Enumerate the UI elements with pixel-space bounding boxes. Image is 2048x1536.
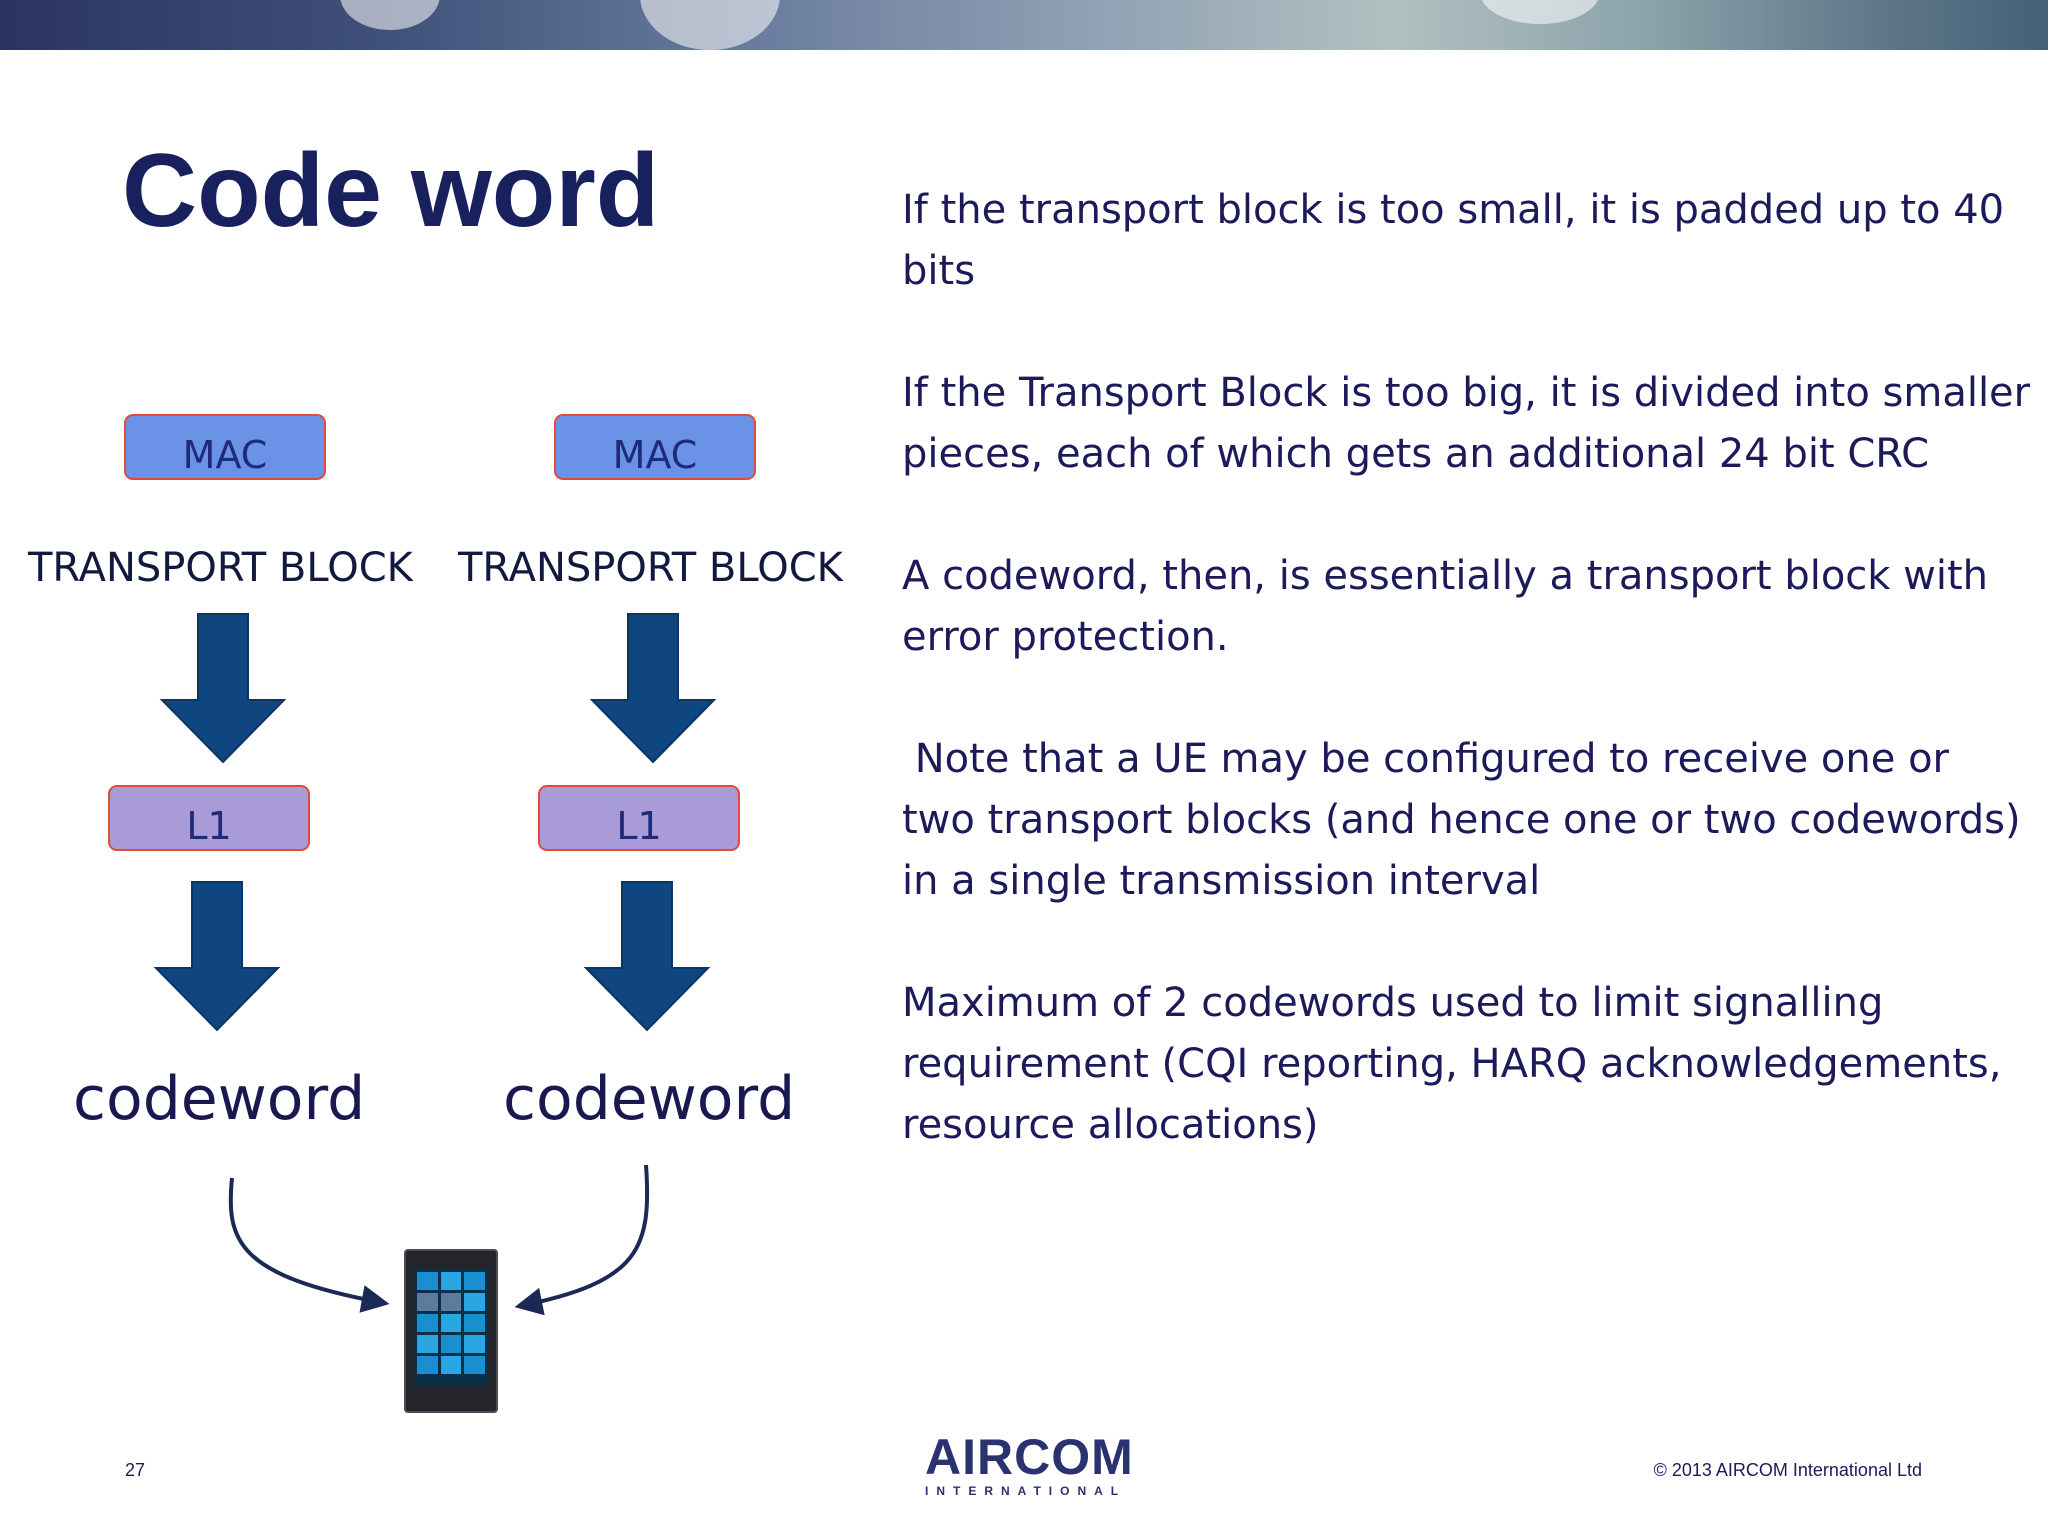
logo-sub-text: INTERNATIONAL (925, 1484, 1127, 1498)
curved-arrow-left (228, 1177, 390, 1313)
phone-icon (404, 1249, 498, 1413)
page-number: 27 (125, 1460, 146, 1480)
mac-label-left: MAC (182, 433, 268, 477)
bullet-paragraph-3: A codeword, then, is essentially a trans… (902, 553, 1989, 660)
bullet-paragraph-1: If the transport block is too small, it … (902, 187, 2005, 294)
codeword-label-left: codeword (73, 1064, 366, 1134)
copyright-text: © 2013 AIRCOM International Ltd (1653, 1460, 1922, 1480)
bullet-paragraph-4: Note that a UE may be configured to rece… (902, 736, 2034, 904)
l1-box-right: L1 (538, 785, 740, 851)
l1-box-left: L1 (108, 785, 310, 851)
down-arrow-right-upper (589, 613, 717, 764)
phone-screen (414, 1269, 488, 1385)
codeword-label-right: codeword (503, 1064, 796, 1134)
bullet-paragraph-2: If the Transport Block is too big, it is… (902, 370, 2031, 477)
mac-label-right: MAC (612, 433, 698, 477)
transport-block-label-right: TRANSPORT BLOCK (458, 545, 843, 591)
l1-label-right: L1 (616, 804, 662, 848)
down-arrow-left-lower (153, 881, 281, 1032)
slide-title: Code word (122, 133, 660, 249)
down-arrow-right-lower (583, 881, 711, 1032)
transport-block-label-left: TRANSPORT BLOCK (28, 545, 413, 591)
aircom-logo: AIRCOM INTERNATIONAL (925, 1429, 1134, 1498)
logo-main-text: AIRCOM (925, 1429, 1134, 1485)
bullet-paragraph-5: Maximum of 2 codewords used to limit sig… (902, 980, 2002, 1148)
mac-box-right: MAC (554, 414, 756, 480)
bullet-text-block: If the transport block is too small, it … (902, 180, 2032, 1217)
curved-arrow-right (514, 1164, 650, 1316)
down-arrow-left-upper (159, 613, 287, 764)
l1-label-left: L1 (186, 804, 232, 848)
mac-box-left: MAC (124, 414, 326, 480)
top-banner (0, 0, 2048, 50)
